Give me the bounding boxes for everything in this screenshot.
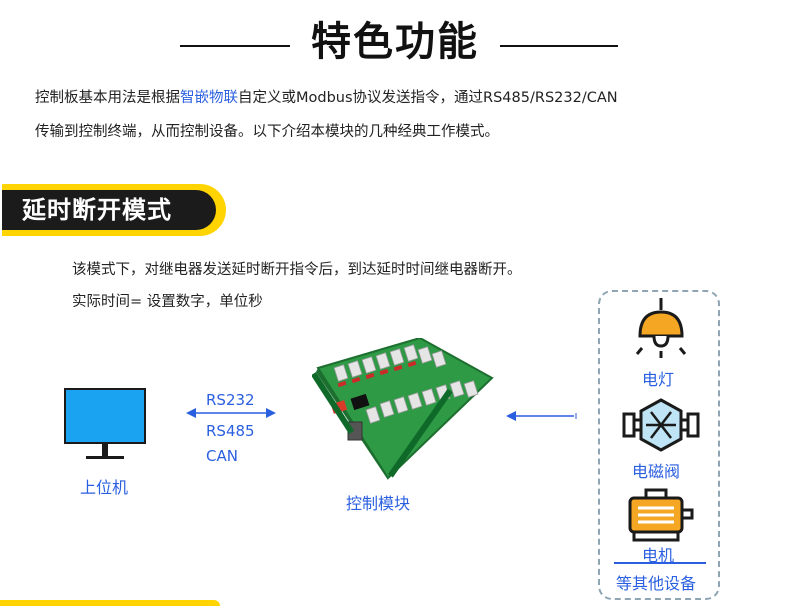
monitor-icon [64,388,146,459]
devices-divider [614,562,706,564]
left-arrow-icon [506,411,577,421]
protocol-can: CAN [206,447,238,465]
mode-time-note: 实际时间= 设置数字，单位秒 [72,294,263,310]
mode-description: 该模式下，对继电器发送延时断开指令后，到达延时时间继电器断开。 [72,262,522,278]
host-label: 上位机 [80,478,129,497]
brand-highlight: 智嵌物联 [180,90,238,106]
intro-line-1: 控制板基本用法是根据智嵌物联自定义或Modbus协议发送指令，通过RS485/R… [35,86,618,107]
intro-text: 控制板基本用法是根据 [35,90,180,106]
mode-title: 延时断开模式 [22,196,172,224]
device-others-label: 等其他设备 [616,574,697,593]
next-section-badge-edge [0,600,220,606]
device-lamp-label: 电灯 [642,370,675,389]
mode-badge: 延时断开模式 [2,184,226,236]
protocol-rs485: RS485 [206,422,255,440]
lamp-icon [635,298,687,358]
device-valve-label: 电磁阀 [632,462,681,481]
device-motor-label: 电机 [642,546,675,565]
intro-text: 自定义或Modbus协议发送指令，通过RS485/RS232/CAN [238,90,618,106]
relay-board-image [312,338,494,480]
device-group-box [598,290,720,600]
section-title: 特色功能 [0,14,790,70]
title-left-rule [180,45,290,47]
page-title: 特色功能 [311,19,479,65]
protocol-rs232: RS232 [206,391,255,409]
title-right-rule [500,45,618,47]
valve-icon [622,398,700,452]
intro-line-2: 传输到控制终端，从而控制设备。以下介绍本模块的几种经典工作模式。 [35,124,499,140]
motor-icon [628,488,694,542]
double-arrow-icon [186,408,276,418]
board-label: 控制模块 [346,494,411,513]
mode-badge-inner: 延时断开模式 [2,190,216,230]
